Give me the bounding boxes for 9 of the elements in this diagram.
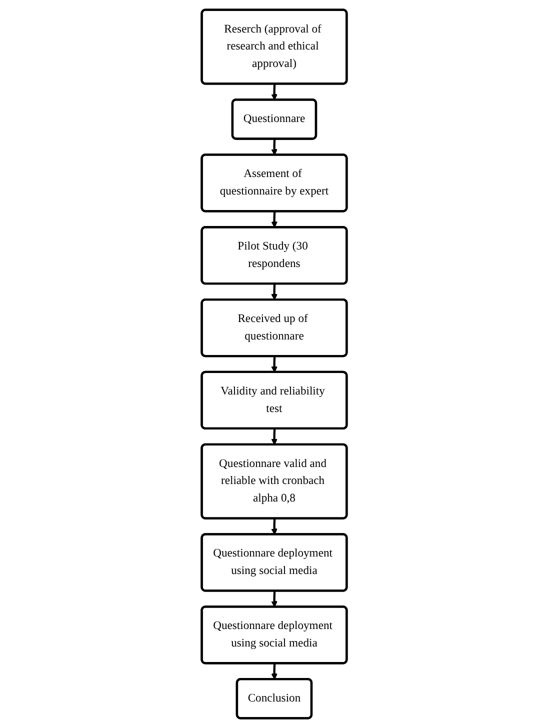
arrow <box>270 283 278 300</box>
arrow <box>270 138 278 155</box>
arrow <box>270 84 278 100</box>
arrow <box>270 518 278 534</box>
arrow <box>270 590 278 607</box>
arrow <box>270 356 278 372</box>
arrow <box>270 210 278 228</box>
arrow <box>270 428 278 445</box>
arrow <box>270 662 278 680</box>
